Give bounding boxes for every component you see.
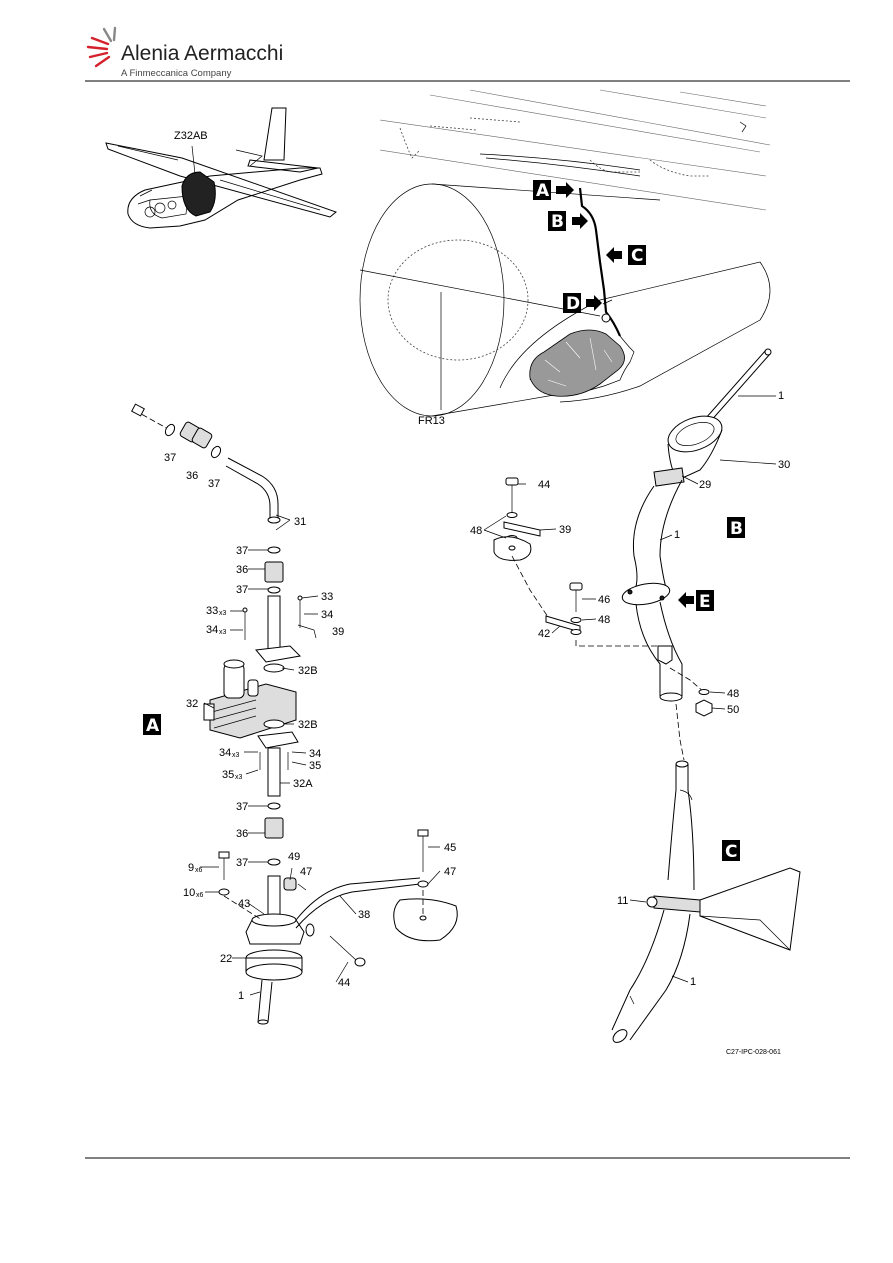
drawing-reference: C27-IPC-028-061 [726, 1049, 781, 1056]
callout-d-42: 42 [538, 628, 550, 640]
callout-a-39: 39 [332, 626, 344, 638]
callout-b-29: 29 [699, 479, 711, 491]
svg-text:A: A [146, 716, 160, 736]
callout-a-31: 31 [294, 516, 306, 528]
svg-text:A: A [536, 181, 550, 201]
callout-a-47-2: 47 [444, 866, 456, 878]
callout-a-45: 45 [444, 842, 456, 854]
svg-text:C: C [631, 246, 643, 266]
callout-a-36-2: 36 [236, 828, 248, 840]
callout-a-10: 10 [183, 887, 195, 899]
svg-text:D: D [566, 294, 580, 314]
detail-c-view: 11 1 C [611, 760, 801, 1043]
view-tag-b: B [548, 211, 588, 232]
callout-a-34-r: 34 [321, 609, 333, 621]
callout-a-37-top-b: 37 [208, 478, 220, 490]
view-tag-d: D [563, 293, 602, 314]
callout-a-34-l-qty: x3 [219, 629, 227, 636]
detail-a-callouts: 37 36 37 31 37 36 37 33 x3 34 x3 33 34 3… [143, 452, 456, 1002]
callout-d-48-b: 48 [598, 614, 610, 626]
callout-b-48: 48 [727, 688, 739, 700]
callout-a-33-l: 33 [206, 605, 218, 617]
aircraft-locator-view: Z32AB [105, 107, 337, 229]
detail-b-view: 1 30 29 1 48 50 B E [621, 348, 790, 761]
callout-a-43: 43 [238, 898, 250, 910]
callout-a-22: 22 [220, 953, 232, 965]
callout-a-49: 49 [288, 851, 300, 863]
callout-a-34-l: 34 [206, 624, 218, 636]
view-tag-e: E [678, 590, 714, 612]
callout-a-34-r2: 34 [309, 748, 321, 760]
callout-a-32: 32 [186, 698, 198, 710]
logo-swoosh-icon [86, 26, 117, 68]
company-tagline: A Finmeccanica Company [121, 68, 232, 79]
view-tag-a-detail: A [143, 714, 161, 736]
oil-fill-tube-route [578, 187, 622, 337]
callout-a-35-l-qty: x3 [235, 774, 243, 781]
callout-a-10-qty: x6 [196, 892, 204, 899]
callout-a-1: 1 [238, 990, 244, 1002]
callout-a-37-3: 37 [236, 801, 248, 813]
view-tag-c: C [606, 245, 646, 266]
callout-a-35-l: 35 [222, 769, 234, 781]
callout-a-36-top: 36 [186, 470, 198, 482]
callout-a-37-4: 37 [236, 857, 248, 869]
callout-a-9: 9 [188, 862, 194, 874]
callout-a-33-r: 33 [321, 591, 333, 603]
svg-text:B: B [730, 519, 743, 539]
callout-a-34-l2-qty: x3 [232, 752, 240, 759]
zone-z32ab-highlight [181, 171, 216, 217]
callout-a-38: 38 [358, 909, 370, 921]
svg-text:B: B [551, 212, 564, 232]
detail-a-view [131, 403, 458, 1025]
svg-text:C: C [725, 842, 737, 862]
callout-a-32b-2: 32B [298, 719, 318, 731]
callout-c-11: 11 [617, 895, 628, 907]
callout-d-48: 48 [470, 525, 482, 537]
callout-d-46: 46 [598, 594, 610, 606]
callout-a-47-1: 47 [300, 866, 312, 878]
callout-b-1-top: 1 [778, 390, 784, 402]
engine-core [529, 329, 625, 397]
callout-a-33-l-qty: x3 [219, 610, 227, 617]
detail-d-view: 44 48 39 46 48 42 [470, 477, 660, 647]
overview-view: FR13 A B C D [359, 89, 771, 427]
zone-label: Z32AB [174, 130, 208, 142]
view-tag-c-detail: C [722, 840, 740, 862]
callout-a-9-qty: x6 [195, 867, 203, 874]
callout-d-44: 44 [538, 479, 550, 491]
callout-a-44: 44 [338, 977, 350, 989]
view-tag-a: A [533, 180, 574, 201]
callout-a-34-l2: 34 [219, 747, 231, 759]
callout-a-36-1: 36 [236, 564, 248, 576]
callout-a-32b-1: 32B [298, 665, 318, 677]
callout-a-32a: 32A [293, 778, 313, 790]
company-name: Alenia Aermacchi [121, 42, 283, 65]
callout-b-1-mid: 1 [674, 529, 680, 541]
callout-b-30: 30 [778, 459, 790, 471]
callout-c-1: 1 [690, 976, 696, 988]
company-logo: Alenia Aermacchi A Finmeccanica Company [86, 26, 283, 79]
callout-a-37-2: 37 [236, 584, 248, 596]
svg-text:E: E [699, 592, 711, 612]
callout-b-50: 50 [727, 704, 739, 716]
view-tag-b-detail: B [727, 517, 745, 539]
callout-a-37-1: 37 [236, 545, 248, 557]
callout-a-35-r: 35 [309, 760, 321, 772]
callout-a-37-top: 37 [164, 452, 176, 464]
frame-label: FR13 [418, 415, 445, 427]
callout-d-39: 39 [559, 524, 571, 536]
